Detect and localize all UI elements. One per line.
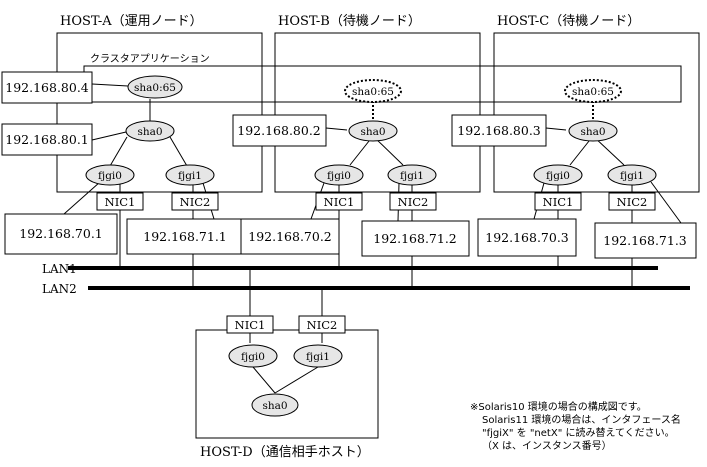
sha065-node-c (564, 79, 622, 103)
note-line-1: ※Solaris10 環境の場合の構成図です。 (470, 400, 647, 413)
host-b-title: HOST-B（待機ノード） (278, 14, 421, 29)
cluster-app-label: クラスタアプリケーション (90, 53, 210, 65)
sha0-label: sha0 (137, 126, 162, 138)
fjgi0-node-a (85, 164, 135, 186)
ip-b-lan2: 192.168.71.2 (373, 231, 457, 246)
sha065-label: sha0:65 (352, 86, 394, 98)
sha0-node-b (348, 120, 398, 142)
sha065-node-a (127, 75, 183, 99)
nic1-label: NIC1 (105, 195, 136, 209)
nic2-label: NIC2 (307, 318, 338, 332)
fjgi0-label: fjgi0 (327, 170, 351, 182)
fjgi0-label: fjgi0 (241, 351, 265, 363)
ip-a-sha0: 192.168.80.1 (5, 132, 89, 147)
ip-c-lan1: 192.168.70.3 (485, 230, 569, 245)
ip-b-sha0: 192.168.80.2 (237, 123, 321, 138)
nic2-label: NIC2 (398, 195, 429, 209)
sha065-node-b (344, 79, 402, 103)
fjgi0-node-b (314, 164, 364, 186)
fjgi1-node-b (387, 164, 437, 186)
fjgi1-node-a (165, 164, 215, 186)
fjgi1-label: fjgi1 (178, 170, 202, 182)
host-d-title: HOST-D（通信相手ホスト） (200, 445, 370, 460)
fjgi0-node-c (533, 164, 583, 186)
sha0-label: sha0 (262, 400, 287, 412)
nic2-label: NIC2 (180, 195, 211, 209)
ip-c-lan2: 192.168.71.3 (603, 233, 687, 248)
fjgi0-label: fjgi0 (546, 170, 570, 182)
fjgi1-label: fjgi1 (306, 351, 330, 363)
ip-a-lan1: 192.168.70.1 (19, 226, 103, 241)
host-c-title: HOST-C（待機ノード） (497, 14, 640, 29)
host-a-box (56, 32, 263, 193)
fjgi1-label: fjgi1 (620, 170, 644, 182)
sha0-node-d (251, 393, 299, 417)
sha065-label: sha0:65 (572, 86, 614, 98)
nic2-label: NIC2 (617, 195, 648, 209)
note-line-3: "fjgiX" を "netX" に読み替えてください。 (482, 426, 675, 439)
note-line-4: （X は、インスタンス番号） (482, 440, 612, 452)
fjgi1-label: fjgi1 (400, 170, 424, 182)
sha0-label: sha0 (360, 126, 385, 138)
fjgi1-node-c (607, 164, 657, 186)
sha0-label: sha0 (580, 126, 605, 138)
nic1-label: NIC1 (324, 195, 355, 209)
fjgi1-node-d (293, 344, 343, 368)
host-c-box (493, 32, 700, 193)
host-d-box (195, 329, 379, 439)
ip-a-lan2: 192.168.71.1 (143, 229, 227, 244)
ip-b-lan1: 192.168.70.2 (248, 229, 332, 244)
note-line-2: Solaris11 環境の場合は、インタフェース名 (482, 413, 681, 426)
sha065-label: sha0:65 (134, 82, 176, 94)
fjgi0-node-d (228, 344, 278, 368)
nic1-label: NIC1 (543, 195, 574, 209)
host-a-title: HOST-A（運用ノード） (60, 14, 203, 29)
sha0-node-c (568, 120, 618, 142)
sha0-node-a (125, 120, 175, 142)
fjgi0-label: fjgi0 (98, 170, 122, 182)
ip-c-sha0: 192.168.80.3 (457, 123, 541, 138)
ip-a-takeover: 192.168.80.4 (5, 80, 89, 95)
lan2-label: LAN2 (42, 282, 77, 296)
nic1-label: NIC1 (235, 318, 266, 332)
host-b-box (274, 32, 481, 193)
lan1-label: LAN1 (42, 262, 77, 276)
